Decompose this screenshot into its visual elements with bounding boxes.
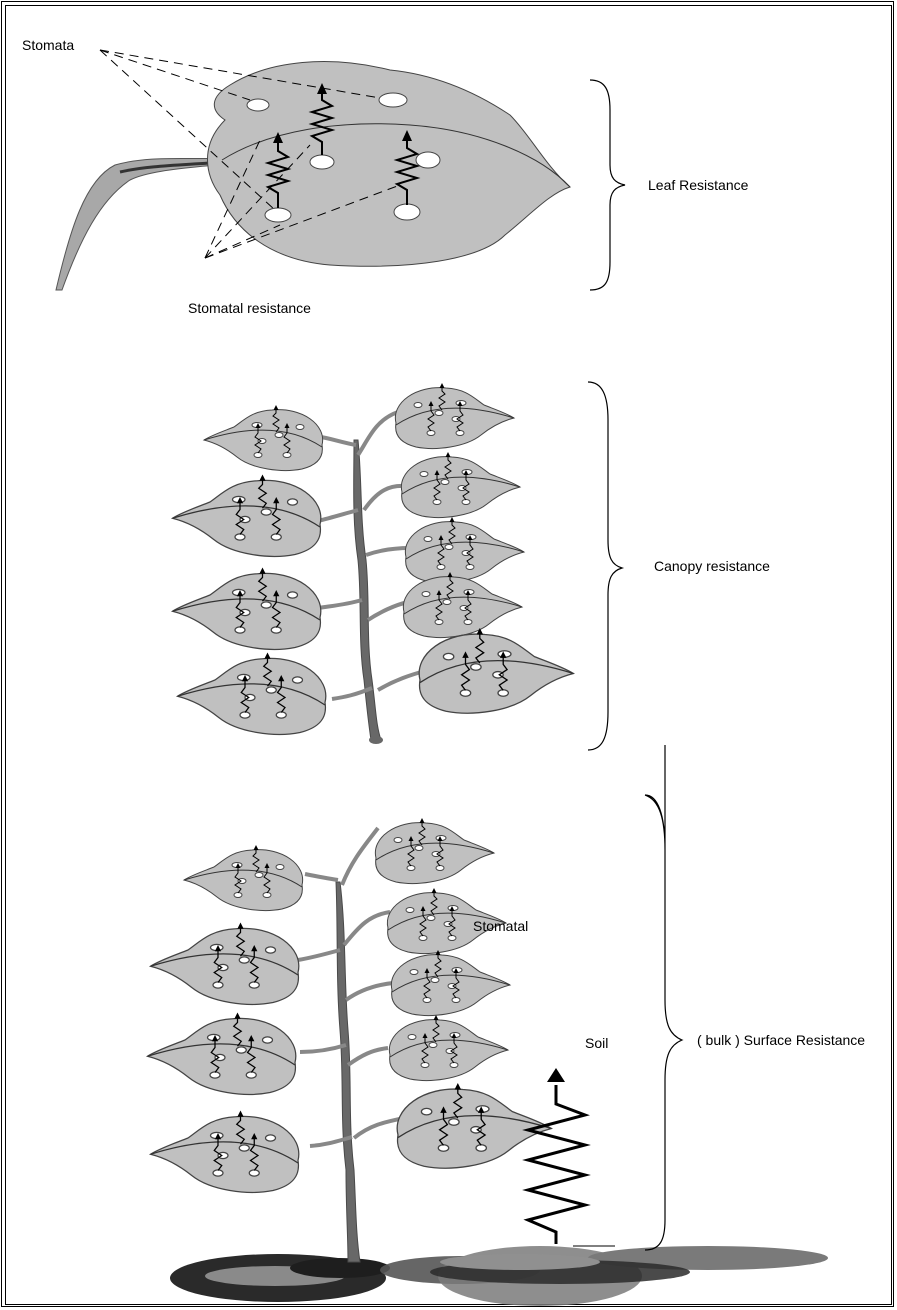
leaf-petiole [56, 158, 224, 290]
soil-resistance-symbol [528, 1085, 585, 1244]
canopy-leaf [178, 653, 326, 735]
surface-leaf [151, 923, 299, 1005]
large-leaf-blade [208, 62, 571, 267]
canopy-leaf [403, 572, 522, 638]
leaf-resistance-brace [590, 80, 625, 290]
canopy-leaf [419, 628, 573, 713]
canopy-resistance-brace [588, 382, 622, 750]
canopy-leaf [173, 568, 321, 650]
surface-leaf [375, 818, 494, 884]
stomatal-label: Stomatal [473, 918, 528, 934]
surface-leaf [391, 950, 510, 1016]
stomate [265, 208, 291, 222]
stomate [416, 152, 440, 168]
canopy-leaf [405, 517, 524, 583]
canopy-leaf [395, 383, 514, 449]
stomate [310, 155, 334, 169]
surface-leaf [397, 1083, 551, 1168]
stomate [247, 99, 269, 111]
surface-leaf [151, 1111, 299, 1193]
canopy-leaf [401, 452, 520, 518]
stomate [394, 204, 420, 220]
soil-label: Soil [585, 1035, 608, 1051]
surface-resistance-brace [645, 745, 682, 1250]
leaf-resistance-label: Leaf Resistance [648, 177, 748, 193]
stomatal-resistance-label: Stomatal resistance [188, 300, 311, 316]
canopy-resistance-label: Canopy resistance [654, 558, 770, 574]
stomata-label: Stomata [22, 37, 74, 53]
bulk-surface-resistance-label: ( bulk ) Surface Resistance [697, 1032, 865, 1048]
canopy-leaf [204, 405, 323, 471]
surface-plant [148, 818, 829, 1306]
surface-leaf [148, 1013, 296, 1095]
large-leaf [208, 62, 571, 267]
arrow-up-icon [547, 1068, 565, 1082]
surface-leaf [389, 1015, 508, 1081]
surface-leaf [184, 845, 303, 911]
canopy-leaf [173, 475, 321, 557]
section-leaf [56, 50, 570, 290]
stomate [379, 93, 407, 107]
canopy-plant [173, 383, 574, 744]
ground-shadows [170, 1246, 828, 1306]
